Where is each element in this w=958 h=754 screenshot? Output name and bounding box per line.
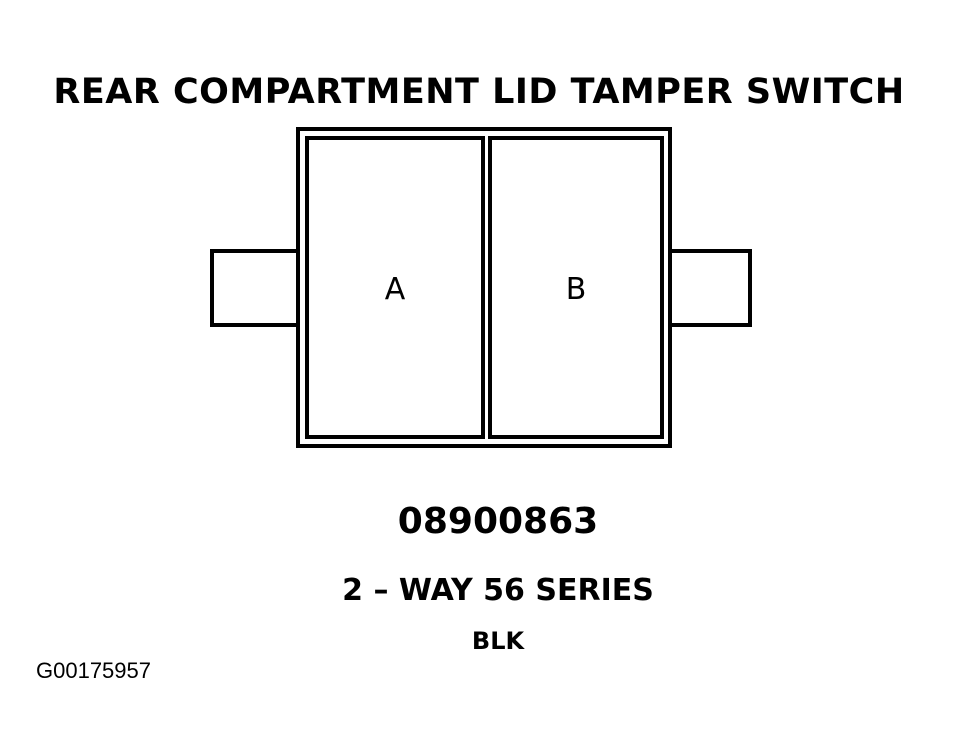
cavity-a: [305, 136, 485, 439]
right-lock-tab: [666, 249, 752, 327]
cavity-label-b: B: [566, 272, 587, 307]
cavity-label-a: A: [385, 272, 406, 307]
left-lock-tab: [210, 249, 302, 327]
cavity-b: [488, 136, 664, 439]
diagram-title: REAR COMPARTMENT LID TAMPER SWITCH: [53, 72, 905, 112]
connector-color: BLK: [471, 627, 525, 655]
figure-id: G00175957: [36, 658, 151, 683]
connector-part-number: 08900863: [397, 501, 599, 542]
connector-series: 2 – WAY 56 SERIES: [342, 573, 654, 608]
